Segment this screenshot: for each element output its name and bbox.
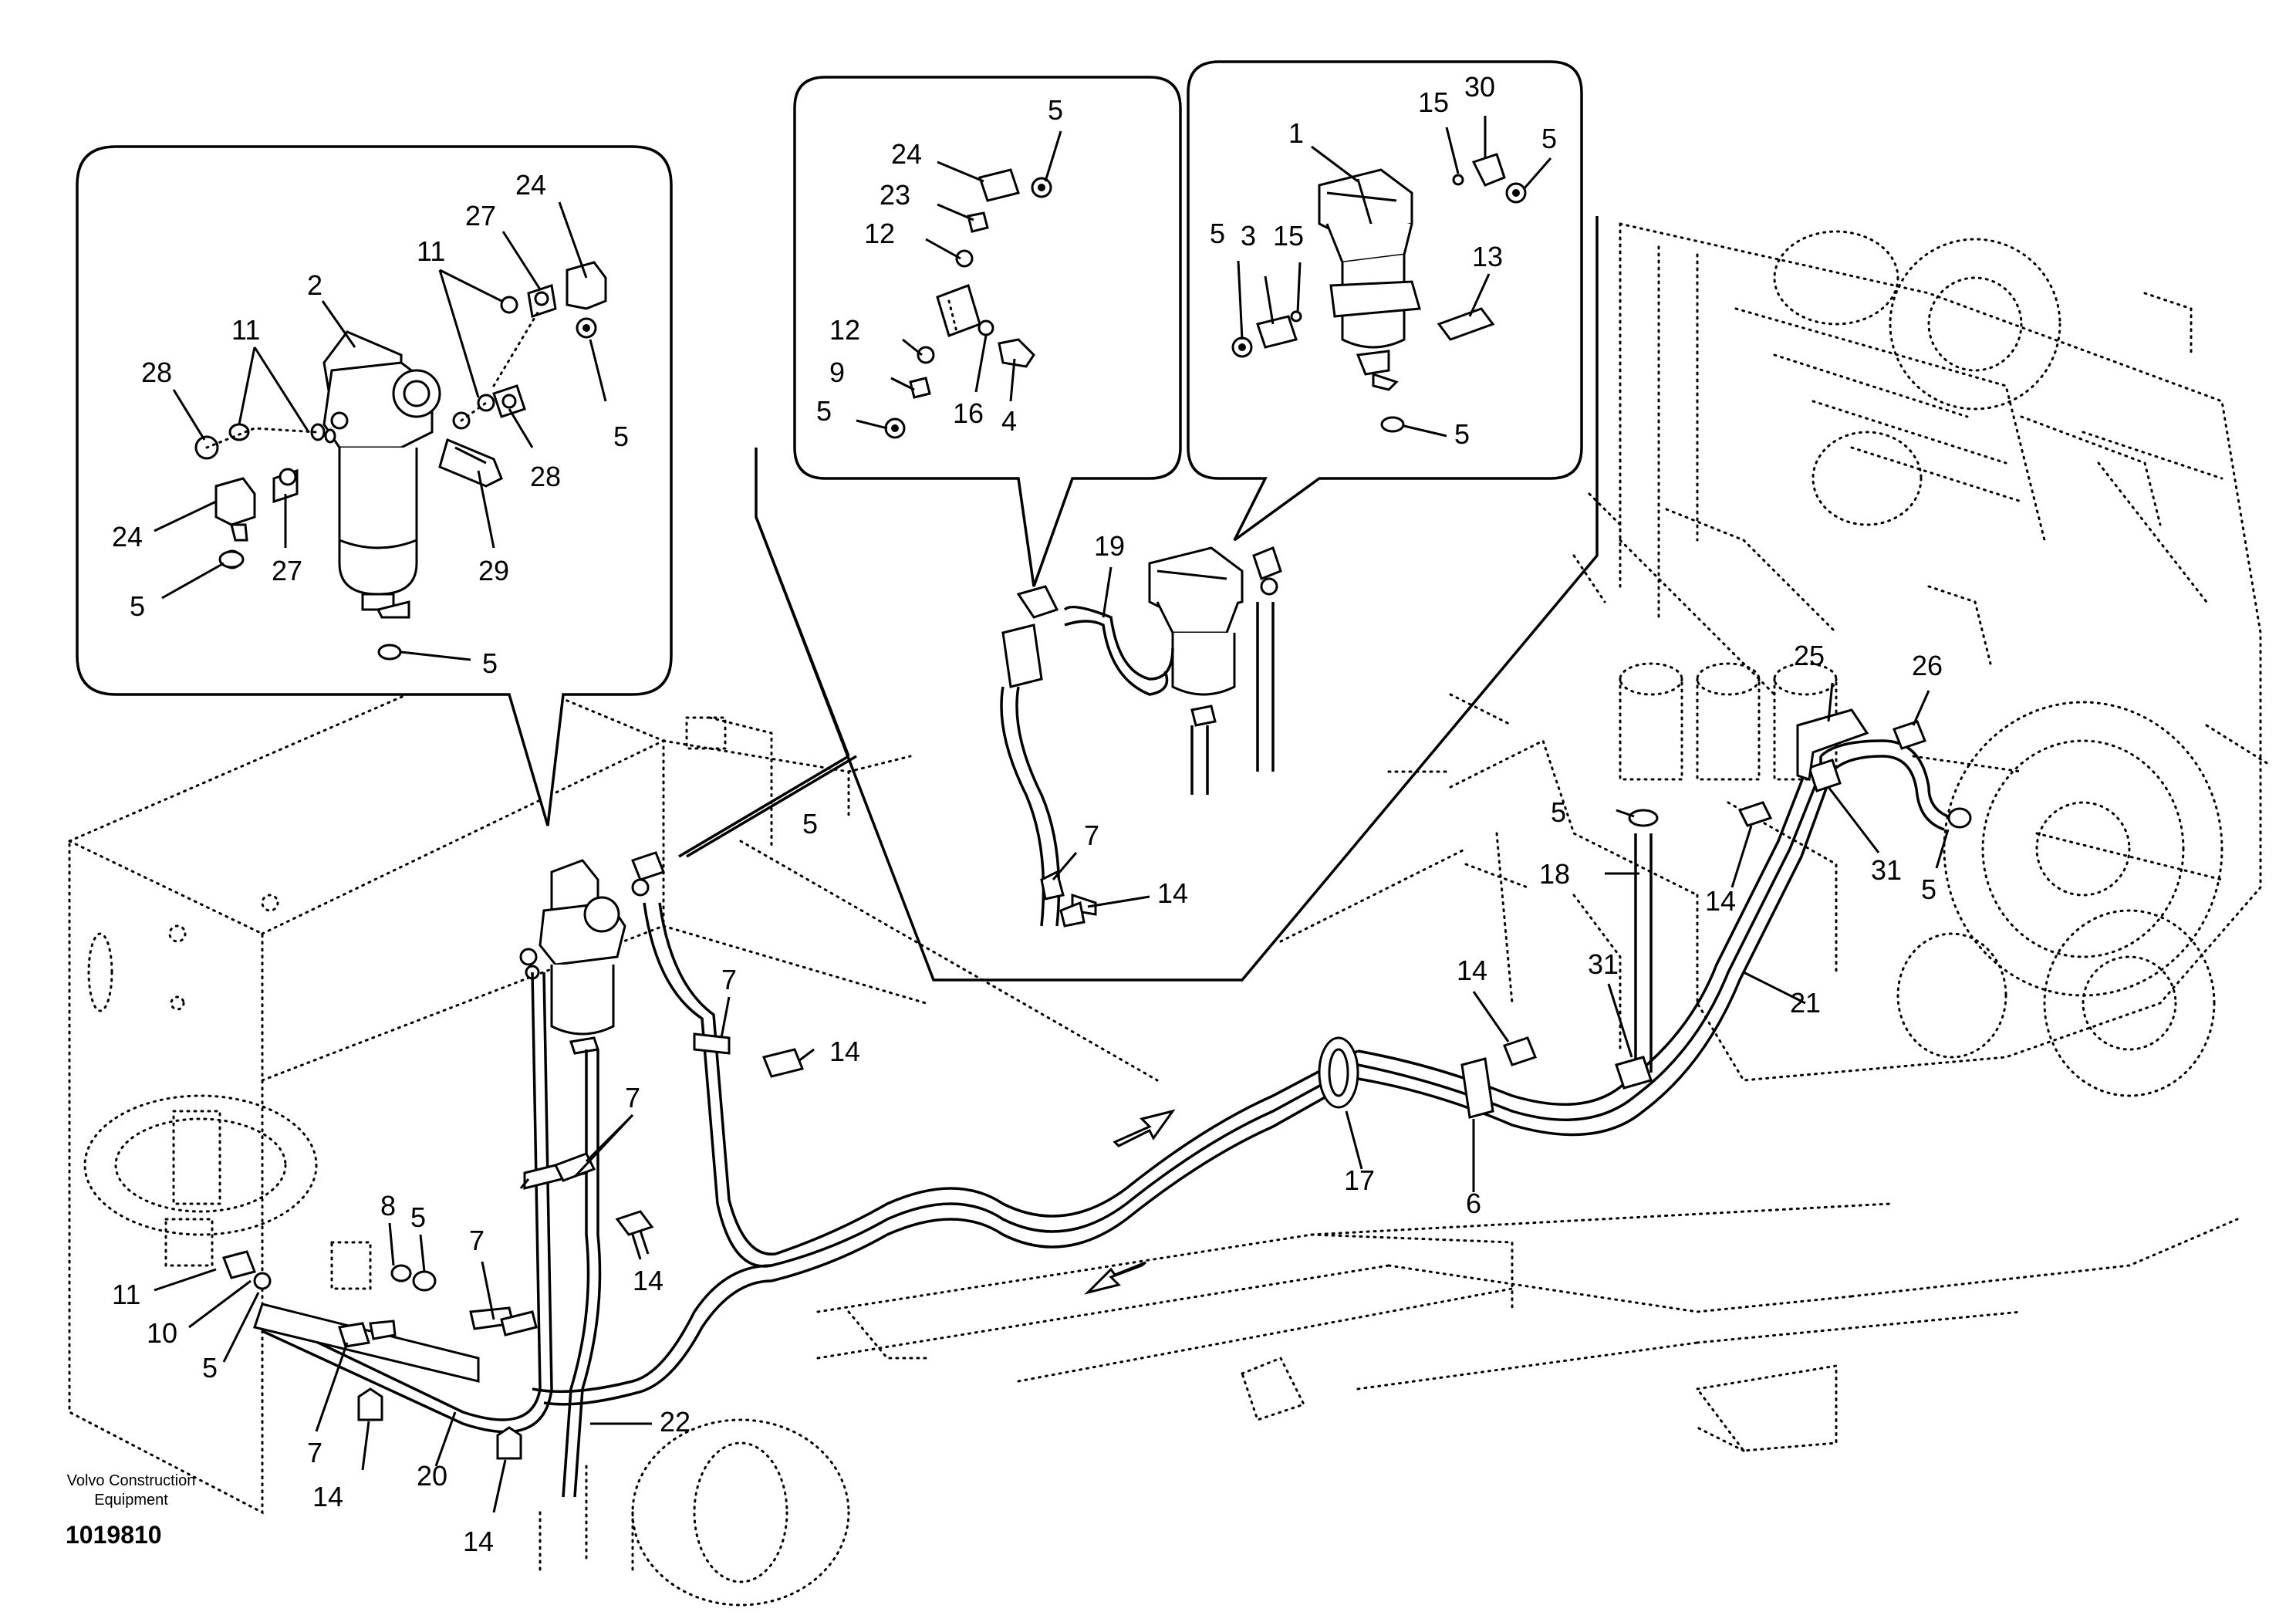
label-5: 5 <box>1921 874 1936 905</box>
label-5: 5 <box>802 808 818 840</box>
label-29: 29 <box>478 555 509 586</box>
label-14: 14 <box>1705 885 1736 917</box>
label-11: 11 <box>112 1279 140 1310</box>
label-17: 17 <box>1344 1164 1375 1196</box>
label-24: 24 <box>515 169 546 201</box>
label-2: 2 <box>307 269 322 301</box>
label-10: 10 <box>147 1317 177 1349</box>
label-24: 24 <box>891 138 922 170</box>
label-8: 8 <box>380 1190 396 1222</box>
left-filter-assembly <box>194 261 607 661</box>
label-5: 5 <box>482 647 498 679</box>
label-21: 21 <box>1790 987 1821 1019</box>
callout-middle-labels: 5 24 23 12 12 9 5 16 4 <box>816 94 1063 437</box>
hose-routing <box>222 739 1972 1498</box>
label-14: 14 <box>633 1265 663 1296</box>
label-18: 18 <box>1539 858 1570 890</box>
label-1: 1 <box>1288 117 1304 149</box>
main-labels: 19 7 14 25 26 5 5 18 14 31 5 21 14 31 7 … <box>112 530 1943 1557</box>
label-4: 4 <box>1001 405 1017 437</box>
callout-right-labels: 15 30 1 5 5 3 15 13 5 <box>1210 71 1557 450</box>
label-15: 15 <box>1273 220 1304 252</box>
label-27: 27 <box>465 200 496 231</box>
label-5: 5 <box>1551 796 1566 828</box>
label-5: 5 <box>1210 218 1225 249</box>
label-19: 19 <box>1094 530 1125 562</box>
label-20: 20 <box>417 1460 447 1492</box>
drawing-number: 1019810 <box>66 1521 162 1549</box>
label-14: 14 <box>829 1036 860 1067</box>
label-28: 28 <box>141 357 172 388</box>
label-31: 31 <box>1588 948 1619 980</box>
label-5: 5 <box>816 395 832 427</box>
magnified-area-outline <box>678 216 1599 982</box>
label-7: 7 <box>721 964 737 995</box>
label-28: 28 <box>530 461 561 492</box>
label-5: 5 <box>130 590 145 622</box>
label-5: 5 <box>1048 94 1063 126</box>
label-14: 14 <box>1157 877 1188 909</box>
label-11: 11 <box>231 314 260 346</box>
right-separator-assembly <box>1231 153 1527 433</box>
label-12: 12 <box>829 314 860 346</box>
label-7: 7 <box>625 1082 640 1113</box>
label-22: 22 <box>660 1406 690 1438</box>
label-30: 30 <box>1464 71 1495 103</box>
label-16: 16 <box>953 397 984 429</box>
company-name-line2: Equipment <box>94 1492 168 1509</box>
label-14: 14 <box>463 1526 494 1557</box>
label-5: 5 <box>410 1201 426 1233</box>
clamps-and-bolts <box>338 708 1926 1460</box>
label-14: 14 <box>1457 955 1487 986</box>
label-31: 31 <box>1871 854 1902 886</box>
company-name-line1: Volvo Construction <box>67 1472 196 1489</box>
label-6: 6 <box>1466 1188 1481 1219</box>
label-13: 13 <box>1472 241 1503 272</box>
label-9: 9 <box>829 357 845 388</box>
label-12: 12 <box>864 218 895 249</box>
label-15: 15 <box>1418 86 1449 118</box>
label-5: 5 <box>1541 123 1557 154</box>
label-5: 5 <box>1454 418 1470 450</box>
label-5: 5 <box>202 1352 218 1384</box>
callout-left-labels: 24 27 11 2 11 28 28 5 24 27 29 5 5 <box>112 169 629 679</box>
leader-lines <box>154 116 1950 1513</box>
label-24: 24 <box>112 521 143 552</box>
flow-arrows <box>1084 1109 1176 1295</box>
main-filter <box>519 851 665 1055</box>
label-7: 7 <box>307 1437 322 1468</box>
label-27: 27 <box>272 555 302 586</box>
label-25: 25 <box>1794 640 1825 671</box>
label-7: 7 <box>469 1225 485 1256</box>
label-26: 26 <box>1912 650 1943 681</box>
label-11: 11 <box>417 235 445 267</box>
label-14: 14 <box>312 1481 343 1512</box>
magnified-separator <box>1000 546 1282 927</box>
drawing-caption: Volvo Construction Equipment 1019810 <box>66 1472 195 1549</box>
label-7: 7 <box>1084 819 1099 851</box>
label-23: 23 <box>880 179 910 211</box>
label-5: 5 <box>613 421 629 452</box>
label-3: 3 <box>1241 220 1256 252</box>
